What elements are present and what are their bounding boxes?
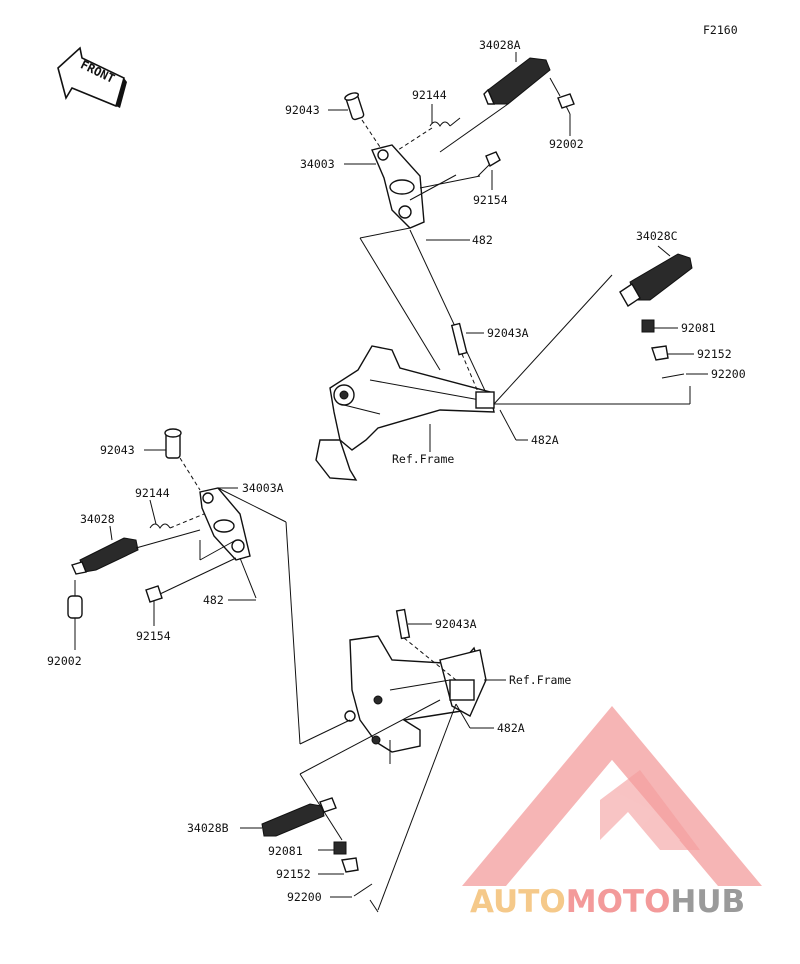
label-482-left: 482 (203, 593, 224, 607)
label-92200-top: 92200 (711, 367, 746, 381)
frame-lower (299, 608, 487, 911)
bolt-92002-top (557, 93, 575, 115)
pin-92200-bottom (353, 883, 373, 897)
part-labels: 34028A 92043 92144 92002 34003 92154 482… (47, 38, 746, 904)
spring-92144-top (429, 121, 451, 127)
bolt-92154-left (145, 585, 163, 612)
label-92154-top: 92154 (473, 193, 508, 207)
label-92081-bottom: 92081 (268, 844, 303, 858)
frame-upper (315, 274, 691, 481)
label-92043-left: 92043 (100, 443, 135, 457)
label-92043A-top: 92043A (487, 326, 529, 340)
label-92152-bottom: 92152 (276, 867, 311, 881)
washer-92152-top (651, 345, 669, 361)
watermark-auto: AUTO (470, 884, 566, 920)
label-ref-frame-top: Ref.Frame (392, 452, 454, 466)
label-92144-top: 92144 (412, 88, 447, 102)
footpeg-34028 (79, 537, 139, 573)
left-bracket-assembly (67, 428, 301, 745)
figure-code: F2160 (703, 23, 738, 37)
label-92043A-bottom: 92043A (435, 617, 477, 631)
footpeg-34028C (629, 253, 693, 301)
footpeg-34028A (483, 57, 551, 105)
pin-92043A-top (450, 322, 468, 356)
label-34028: 34028 (80, 512, 115, 526)
pin-92043-top (344, 92, 365, 121)
label-92152-top: 92152 (697, 347, 732, 361)
bolt-92154-top (477, 151, 501, 177)
pin-92043-left (164, 428, 182, 459)
label-92144-left: 92144 (135, 486, 170, 500)
footpeg-34028C-assembly (619, 253, 693, 379)
bolt-92002-left (67, 580, 83, 619)
label-34003A: 34003A (242, 481, 284, 495)
label-92081-top: 92081 (681, 321, 716, 335)
front-arrow-icon: FRONT (57, 46, 127, 108)
spring-92081-bottom (333, 841, 347, 855)
label-34003: 34003 (300, 157, 335, 171)
footpeg-34028B (261, 803, 325, 837)
watermark-moto: MOTO (566, 884, 671, 920)
top-bracket-assembly (344, 57, 575, 229)
pin-92200-top (661, 373, 685, 379)
label-92154-left: 92154 (136, 629, 171, 643)
label-482-top: 482 (472, 233, 493, 247)
label-92043-top: 92043 (285, 103, 320, 117)
label-34028C: 34028C (636, 229, 678, 243)
washer-92152-bottom (341, 857, 359, 873)
leader-lines (74, 52, 708, 898)
label-34028A: 34028A (479, 38, 521, 52)
label-92002-left: 92002 (47, 654, 82, 668)
label-34028B: 34028B (187, 821, 229, 835)
label-92002-top: 92002 (549, 137, 584, 151)
watermark-hub: HUB (670, 884, 745, 920)
label-92200-bottom: 92200 (287, 890, 322, 904)
label-ref-frame-bottom: Ref.Frame (509, 673, 571, 687)
label-482A-bottom: 482A (497, 721, 525, 735)
watermark-text: AUTOMOTOHUB (470, 884, 745, 920)
spring-92081-top (641, 319, 655, 333)
pin-92043A-bottom (395, 608, 411, 640)
spring-92144-left (149, 523, 171, 529)
label-482A-top: 482A (531, 433, 559, 447)
watermark-logo-icon (462, 706, 762, 886)
footpeg-34028B-assembly (261, 773, 379, 913)
